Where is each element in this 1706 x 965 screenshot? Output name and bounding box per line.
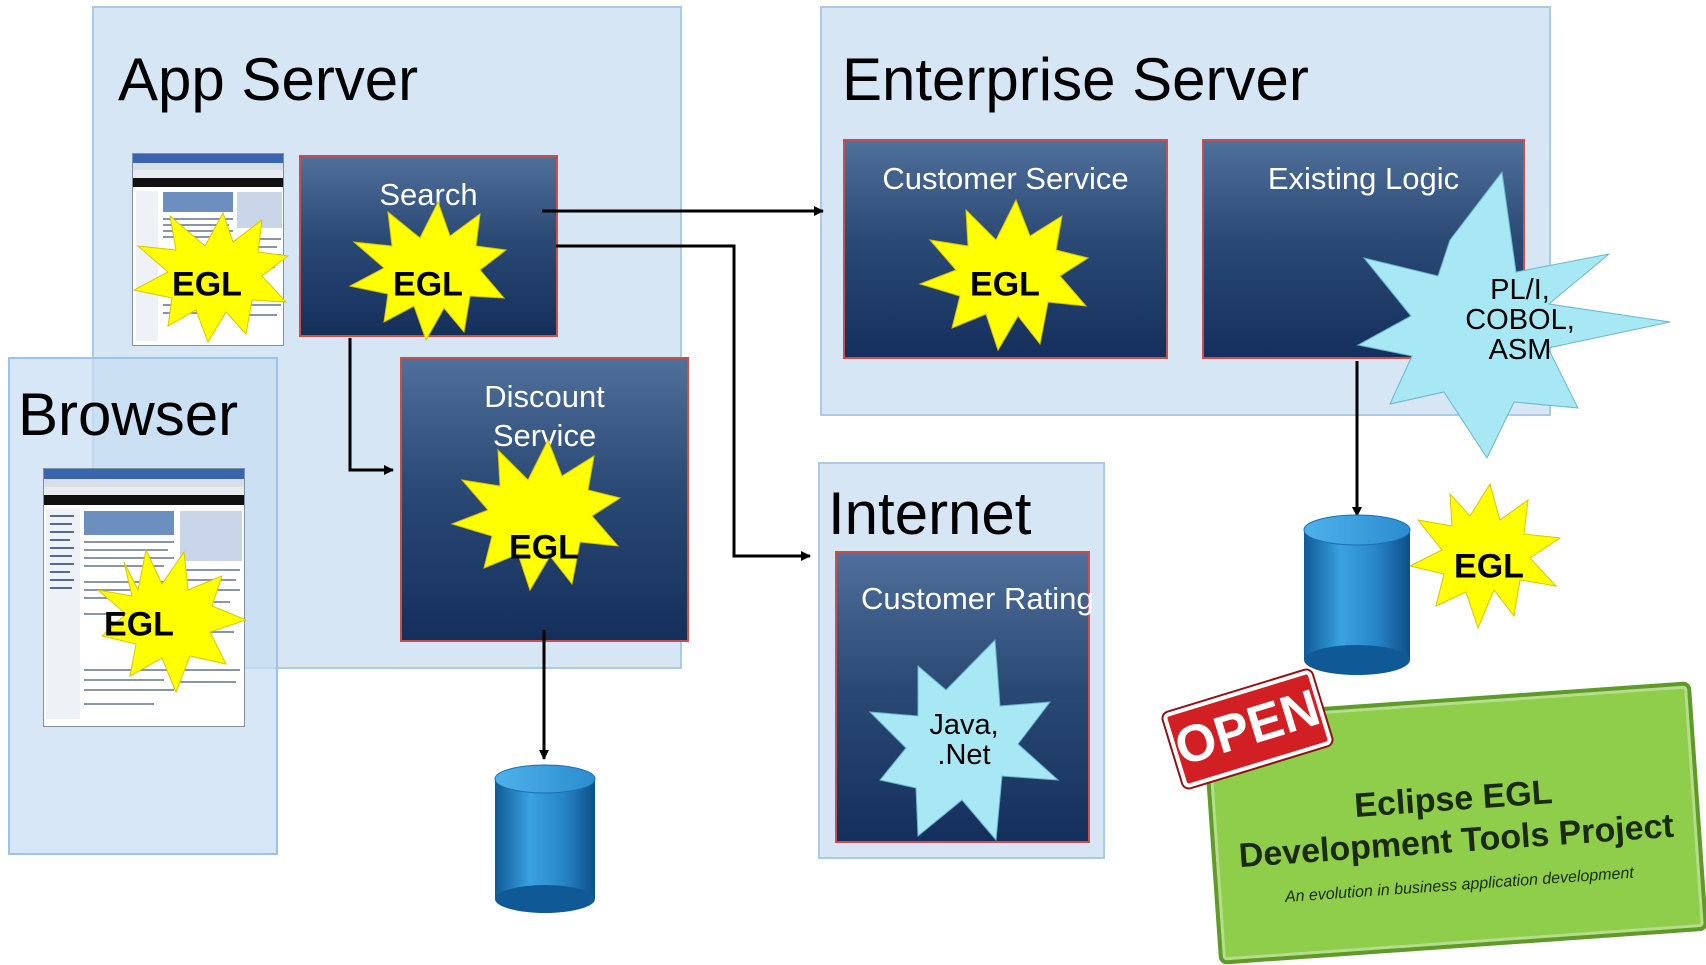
egl-burst <box>918 198 1090 352</box>
connectors <box>348 206 1362 760</box>
search-service-label: Search <box>379 177 478 212</box>
egl-burst <box>96 548 248 694</box>
browser-title: Browser <box>18 381 239 448</box>
egl-label: EGL <box>393 265 463 304</box>
database-icon <box>494 764 596 913</box>
database-icon <box>1303 514 1411 675</box>
legacy-languages-burst <box>1356 170 1671 460</box>
egl-burst <box>1408 482 1562 630</box>
customer-rating: Customer Rating <box>835 551 1094 843</box>
egl-label: EGL <box>509 528 579 567</box>
app-server-title: App Server <box>118 46 419 113</box>
diagram-overlay <box>96 170 1671 913</box>
customer-service-label: Customer Service <box>882 161 1129 196</box>
discount-service-label-line1: Discount <box>484 379 605 414</box>
existing-logic-label: Existing Logic <box>1267 161 1460 196</box>
legacy-language-cobol: COBOL, <box>1465 304 1575 336</box>
egl-label: EGL <box>104 605 174 644</box>
arrow-search-to-internet <box>556 244 811 561</box>
legacy-language-pli: PL/I, <box>1490 274 1550 306</box>
customer-rating-label: Customer Rating <box>861 581 1094 616</box>
egl-label: EGL <box>172 265 242 304</box>
discount-service: Discount Service <box>400 357 689 642</box>
egl-burst <box>132 211 290 344</box>
internet-title: Internet <box>828 480 1032 547</box>
egl-label: EGL <box>1454 547 1524 586</box>
legacy-languages-label: PL/I, COBOL, ASM <box>1465 275 1575 365</box>
dotnet-text: .Net <box>937 739 991 771</box>
java-dotnet-burst <box>868 638 1060 842</box>
legacy-language-asm: ASM <box>1488 334 1552 366</box>
egl-burst <box>450 438 622 592</box>
arrow-search-to-discount <box>348 338 394 475</box>
java-dotnet-label: Java, .Net <box>929 710 998 770</box>
egl-label: EGL <box>970 265 1040 304</box>
egl-burst <box>348 200 508 342</box>
java-text: Java, <box>929 709 999 741</box>
enterprise-server-title: Enterprise Server <box>842 46 1309 113</box>
